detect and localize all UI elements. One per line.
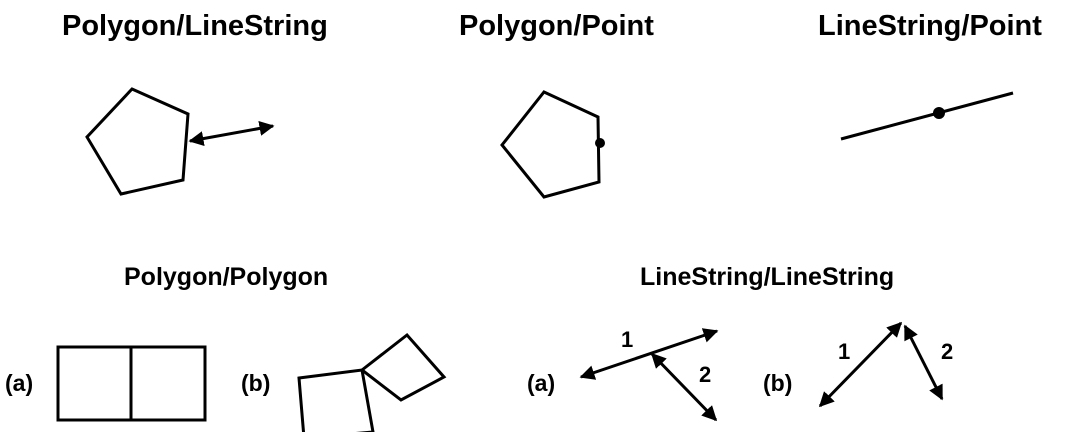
square-tilted — [297, 368, 375, 432]
linestring-arrow-b2 — [903, 324, 944, 401]
diamond-shape — [359, 332, 447, 402]
rectangle-right — [129, 345, 207, 422]
rectangle-left — [56, 345, 133, 422]
label-1-a: 1 — [621, 327, 633, 352]
title-polygon-linestring: Polygon/LineString — [62, 10, 328, 42]
pentagon-shape-2 — [500, 90, 601, 199]
linestring-arrow-a2 — [650, 352, 718, 422]
title-polygon-point: Polygon/Point — [459, 10, 654, 42]
point-marker-2 — [933, 107, 945, 119]
linestring-arrow-1 — [188, 121, 275, 146]
linestring-arrow-a1 — [579, 328, 719, 380]
label-b-polygon: (b) — [241, 370, 270, 396]
linestring-arrow-b1 — [818, 321, 903, 408]
title-linestring-point: LineString/Point — [818, 10, 1042, 42]
label-1-b: 1 — [838, 339, 850, 364]
title-linestring-linestring: LineString/LineString — [640, 263, 895, 291]
title-polygon-polygon: Polygon/Polygon — [124, 263, 329, 291]
pentagon-shape-1 — [85, 87, 190, 196]
label-a-polygon: (a) — [5, 370, 33, 396]
point-marker-1 — [595, 138, 605, 148]
linestring-line-1 — [840, 91, 1014, 141]
label-b-linestring: (b) — [763, 370, 792, 396]
label-2-b: 2 — [941, 339, 953, 364]
label-2-a: 2 — [699, 362, 711, 387]
label-a-linestring: (a) — [527, 370, 555, 396]
